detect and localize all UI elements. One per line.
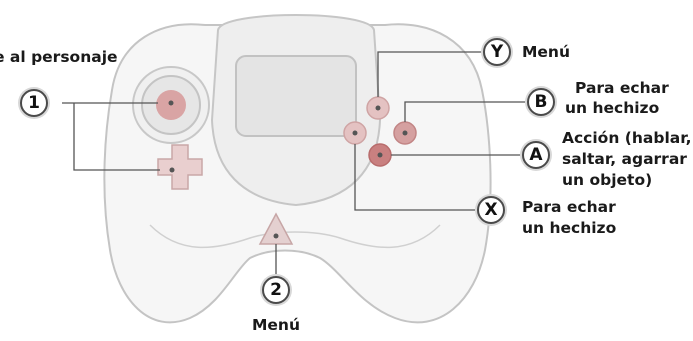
a-label-line1: Acción (hablar, [562,129,692,147]
vmu-screen [235,55,357,137]
leader-lines [62,51,525,275]
b-letter-badge: B [527,88,555,116]
b-label-line1: Para echar [575,79,669,97]
start-number-badge: 2 [262,276,290,304]
a-letter-badge: A [522,141,550,169]
x-label-line2: un hechizo [522,219,617,237]
y-label: Menú [522,43,571,61]
x-letter-badge: X [477,196,505,224]
stick-label: e al personaje [0,48,118,66]
x-label-line1: Para echar [522,198,616,216]
start-label: Menú [252,316,301,334]
leader-dots [168,100,408,239]
stick-number-badge: 1 [20,89,48,117]
y-letter-badge: Y [483,38,511,66]
b-label-line2: un hechizo [565,99,660,117]
a-label-line3: un objeto) [562,171,653,189]
controller-inner-contour [149,224,441,249]
dpad [157,144,203,190]
a-label-line2: saltar, agarrar [562,150,687,168]
